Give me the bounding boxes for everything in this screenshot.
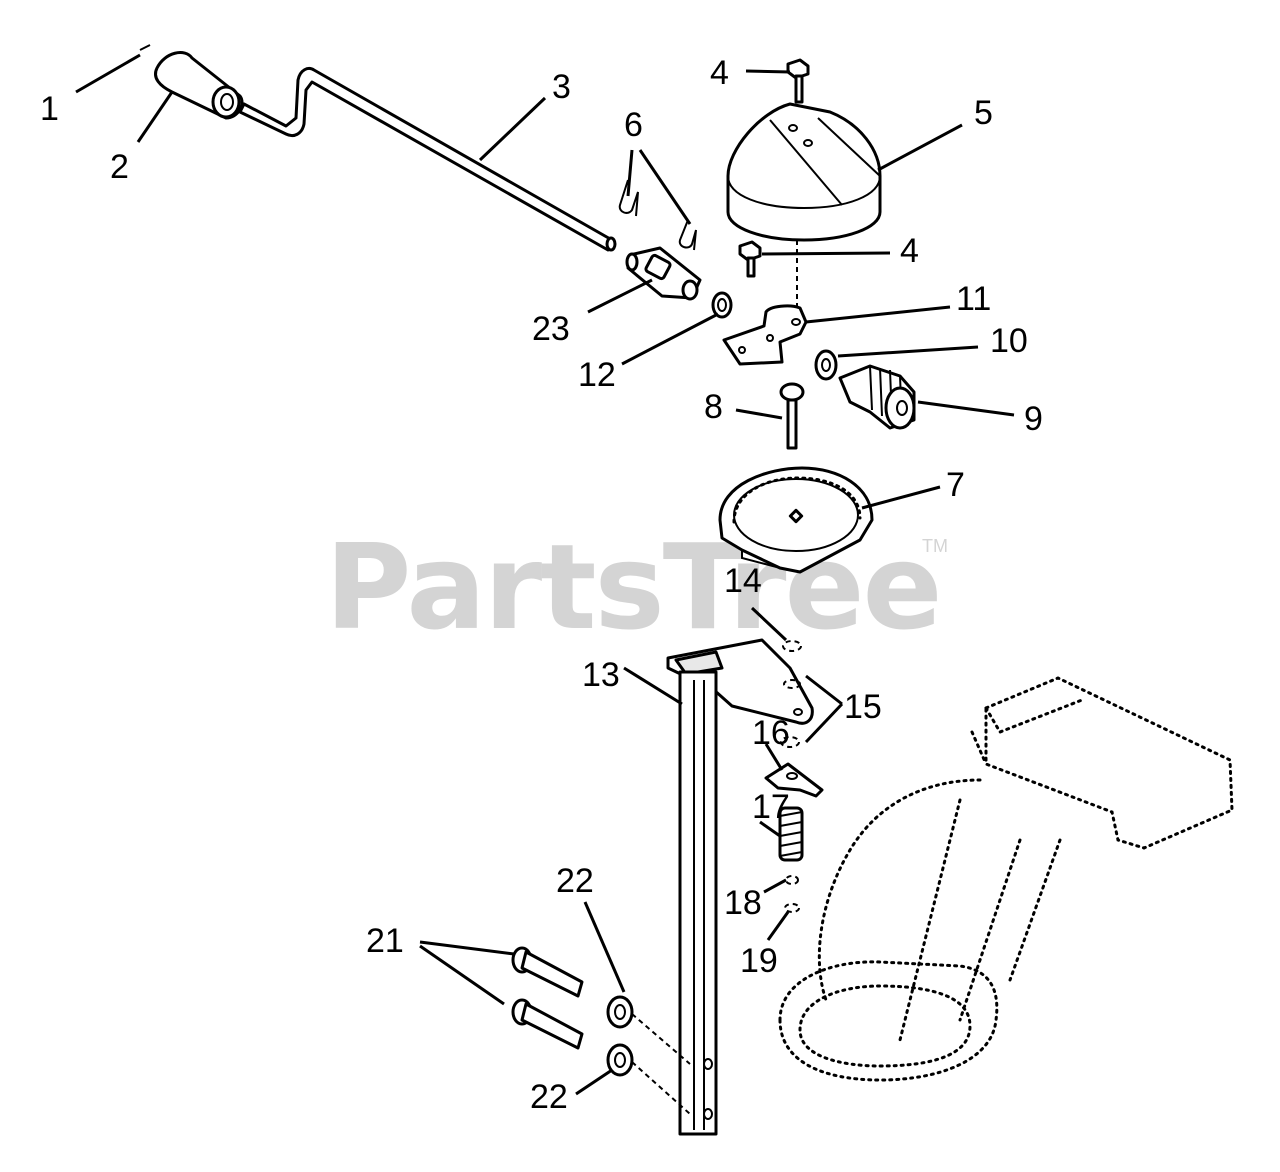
leader-1: [75, 53, 141, 94]
part-1-pin[interactable]: [139, 44, 151, 51]
callout-21: 21: [366, 922, 404, 960]
callout-4-middle: 4: [900, 232, 919, 270]
part-23-coupler[interactable]: [625, 246, 702, 301]
callout-3: 3: [552, 68, 571, 106]
leader-16: [764, 743, 784, 771]
part-5-cap[interactable]: [726, 102, 882, 242]
callout-8: 8: [704, 388, 723, 426]
leader-9: [917, 400, 1015, 417]
part-8-carriage-bolt[interactable]: [779, 382, 805, 450]
callout-labels: 1 2 3 4 4 5 6 7 8 9 10 11 12 13 14 15 16…: [40, 54, 1043, 1116]
leader-15b: [804, 702, 844, 744]
leader-11: [805, 305, 951, 324]
callout-17: 17: [752, 788, 790, 826]
callout-13: 13: [582, 656, 620, 694]
part-11-bracket[interactable]: [722, 304, 808, 366]
callout-18: 18: [724, 884, 762, 922]
leader-6a: [626, 149, 634, 197]
leader-14: [750, 606, 788, 642]
discharge-chute-context: [778, 676, 1234, 1082]
part-6-hairpin-clips[interactable]: [618, 179, 697, 251]
callout-4-top: 4: [710, 54, 729, 92]
leader-lines: [75, 53, 1015, 1096]
alignment-line-22-lower: [631, 1061, 691, 1115]
leader-22b: [575, 1068, 613, 1096]
part-12-bushing[interactable]: [711, 291, 733, 319]
callout-23: 23: [532, 310, 570, 348]
watermark-trademark: TM: [922, 536, 948, 556]
part-3-crank-rod[interactable]: [238, 66, 617, 252]
callout-12: 12: [578, 356, 616, 394]
callout-14: 14: [724, 562, 762, 600]
leader-4a: [745, 69, 791, 74]
part-19-washer[interactable]: [784, 903, 800, 913]
part-14-washer[interactable]: [782, 640, 802, 652]
part-7-ring-gear[interactable]: [718, 466, 874, 574]
leader-17: [759, 820, 781, 838]
leader-2: [136, 91, 174, 143]
part-10-washer[interactable]: [814, 349, 838, 381]
callout-6: 6: [624, 106, 643, 144]
callout-9: 9: [1024, 400, 1043, 438]
leader-18: [763, 878, 787, 894]
leader-21a: [419, 940, 515, 956]
callout-10: 10: [990, 322, 1028, 360]
callout-7: 7: [946, 466, 965, 504]
leader-8: [735, 408, 783, 420]
part-17-spring[interactable]: [778, 806, 804, 862]
part-2-handle-grip[interactable]: [154, 51, 244, 120]
part-16-spring-plate[interactable]: [764, 762, 824, 798]
part-4-bolt-middle[interactable]: [738, 240, 762, 278]
leader-10: [837, 345, 979, 358]
leader-3: [478, 96, 547, 162]
callout-22-lower: 22: [530, 1078, 568, 1116]
part-15-washers[interactable]: [780, 679, 801, 748]
part-4-bolt-top[interactable]: [786, 58, 810, 104]
part-9-pinion-gear[interactable]: [838, 364, 916, 430]
callout-5: 5: [974, 94, 993, 132]
alignment-line-22-upper: [631, 1013, 691, 1065]
part-21-bolts[interactable]: [511, 946, 584, 1050]
part-18-washer[interactable]: [785, 875, 799, 885]
leader-15a: [805, 674, 843, 706]
callout-16: 16: [752, 714, 790, 752]
leader-5: [877, 123, 963, 172]
leader-12: [621, 312, 719, 366]
leader-13: [623, 666, 683, 706]
leader-4b: [761, 251, 891, 256]
callout-2: 2: [110, 148, 129, 186]
callout-22-upper: 22: [556, 862, 594, 900]
leader-22a: [583, 901, 626, 993]
callout-19: 19: [740, 942, 778, 980]
leader-7: [861, 485, 941, 510]
part-22-washer-lower[interactable]: [606, 1043, 634, 1077]
callout-11: 11: [956, 280, 991, 318]
leader-6b: [638, 149, 692, 225]
leader-23: [587, 278, 653, 314]
leader-21b: [419, 944, 505, 1006]
leader-19: [766, 911, 790, 941]
callout-1: 1: [40, 90, 59, 128]
part-13-mount-post[interactable]: [666, 638, 814, 1136]
part-22-washer-upper[interactable]: [606, 995, 634, 1029]
callout-15: 15: [844, 688, 882, 726]
